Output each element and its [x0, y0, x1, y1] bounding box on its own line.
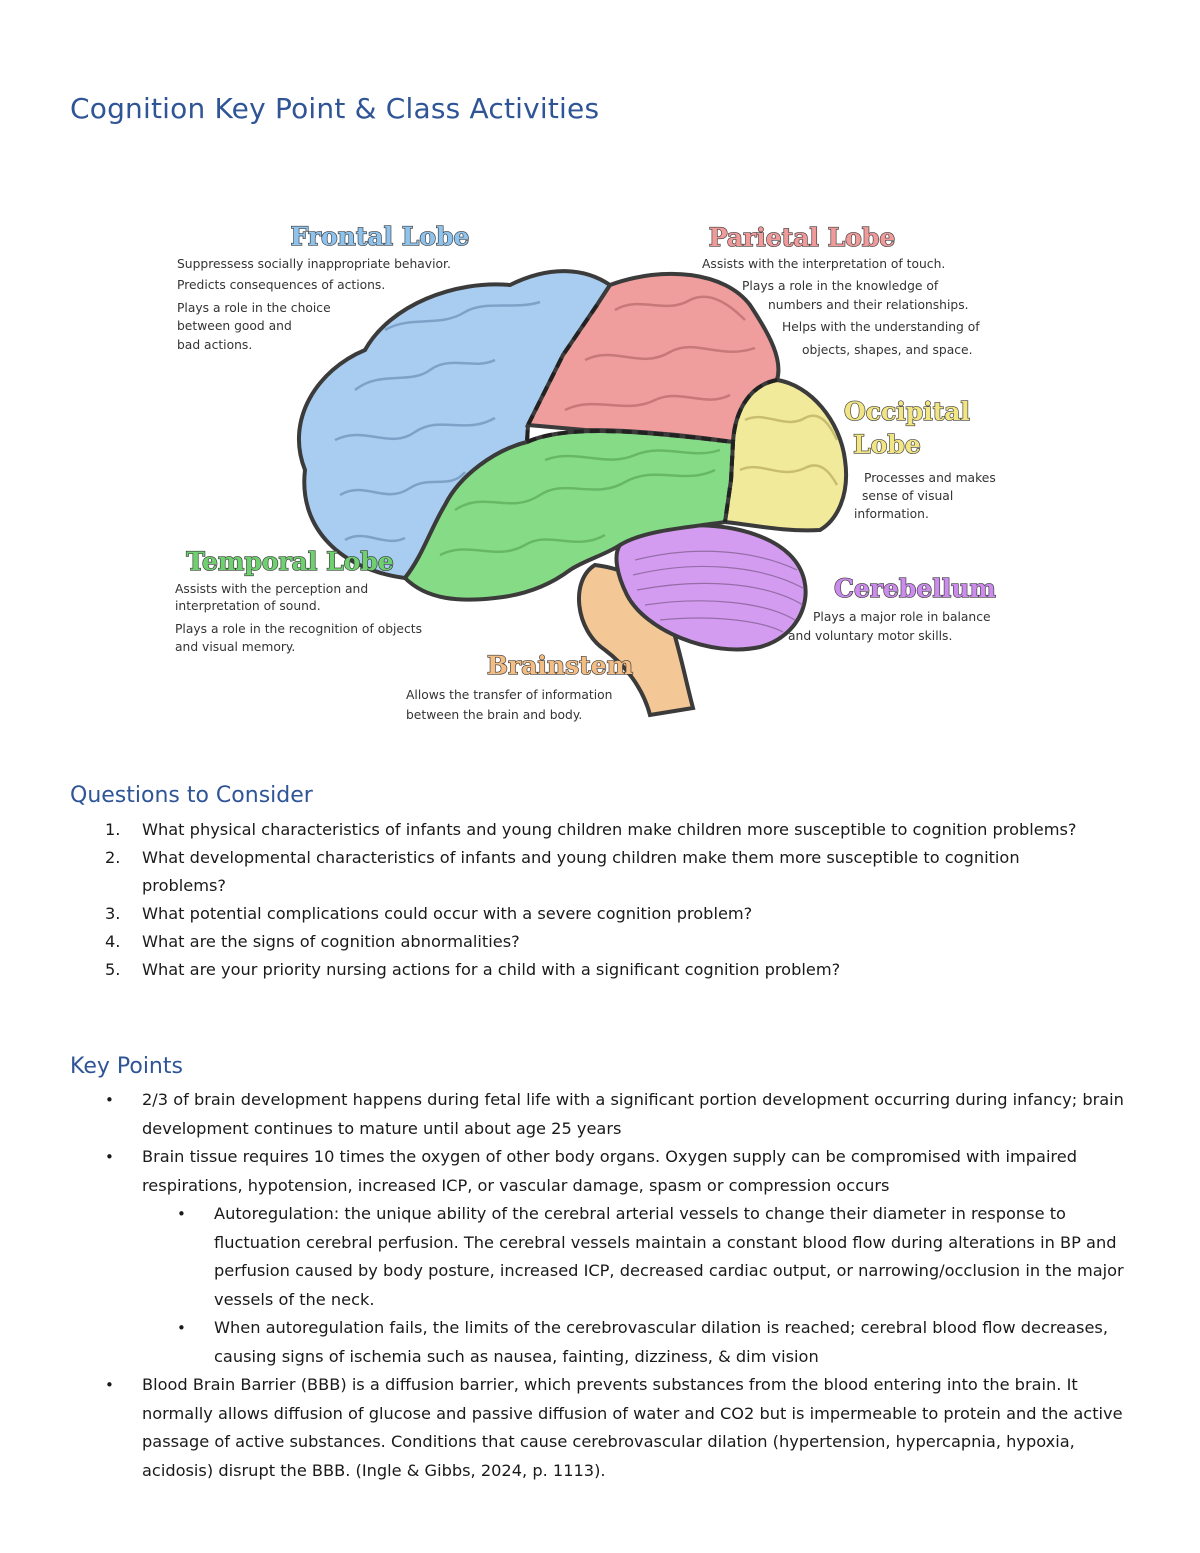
cerebellum-text-2: and voluntary motor skills. — [788, 629, 952, 643]
cerebellum-text-1: Plays a major role in balance — [813, 610, 991, 624]
occipital-lobe-title-1: Occipital — [844, 397, 970, 426]
questions-list: 1.What physical characteristics of infan… — [105, 816, 1105, 984]
frontal-lobe-text-4: between good and — [177, 319, 292, 333]
parietal-lobe-text-5: objects, shapes, and space. — [802, 343, 972, 357]
page-title: Cognition Key Point & Class Activities — [70, 92, 600, 125]
temporal-lobe-text-1: Assists with the perception and — [175, 582, 368, 596]
frontal-lobe-text-1: Suppressess socially inappropriate behav… — [177, 257, 451, 271]
brain-lobes-figure: Frontal Lobe Suppressess socially inappr… — [165, 210, 1045, 730]
question-item: 1.What physical characteristics of infan… — [105, 820, 1077, 839]
questions-heading: Questions to Consider — [70, 783, 313, 808]
temporal-lobe-text-3: Plays a role in the recognition of objec… — [175, 622, 422, 636]
key-point-item: •2/3 of brain development happens during… — [105, 1090, 1124, 1138]
temporal-lobe-text-2: interpretation of sound. — [175, 599, 321, 613]
key-point-subitem: •When autoregulation fails, the limits o… — [177, 1318, 1108, 1366]
temporal-lobe-text-4: and visual memory. — [175, 640, 295, 654]
brainstem-text-1: Allows the transfer of information — [406, 688, 612, 702]
parietal-lobe-text-3: numbers and their relationships. — [768, 298, 969, 312]
brainstem-title: Brainstem — [487, 651, 633, 680]
occipital-lobe-text-3: information. — [854, 507, 929, 521]
key-points-heading: Key Points — [70, 1054, 183, 1079]
question-item: 4.What are the signs of cognition abnorm… — [105, 932, 520, 951]
frontal-lobe-title: Frontal Lobe — [291, 222, 470, 251]
question-item: 5.What are your priority nursing actions… — [105, 960, 841, 979]
frontal-lobe-text-5: bad actions. — [177, 338, 252, 352]
temporal-lobe-shape — [402, 429, 736, 602]
occipital-lobe-text-1: Processes and makes — [864, 471, 996, 485]
occipital-lobe-title-2: Lobe — [853, 430, 921, 459]
cerebellum-title: Cerebellum — [834, 574, 996, 603]
parietal-lobe-text-4: Helps with the understanding of — [782, 320, 980, 334]
key-point-item: •Brain tissue requires 10 times the oxyg… — [105, 1143, 1125, 1371]
key-point-item: •Blood Brain Barrier (BBB) is a diffusio… — [105, 1375, 1123, 1480]
frontal-lobe-text-2: Predicts consequences of actions. — [177, 278, 385, 292]
occipital-lobe-text-2: sense of visual — [862, 489, 953, 503]
parietal-lobe-text-2: Plays a role in the knowledge of — [742, 279, 939, 293]
temporal-lobe-title: Temporal Lobe — [186, 547, 393, 576]
key-point-sublist: •Autoregulation: the unique ability of t… — [142, 1200, 1125, 1371]
question-item: 3.What potential complications could occ… — [105, 904, 753, 923]
frontal-lobe-text-3: Plays a role in the choice — [177, 301, 331, 315]
key-point-subitem: •Autoregulation: the unique ability of t… — [177, 1204, 1124, 1309]
parietal-lobe-text-1: Assists with the interpretation of touch… — [702, 257, 945, 271]
key-points-list: •2/3 of brain development happens during… — [105, 1086, 1125, 1485]
brainstem-text-2: between the brain and body. — [406, 708, 582, 722]
parietal-lobe-title: Parietal Lobe — [709, 223, 896, 252]
question-item: 2.What developmental characteristics of … — [105, 848, 1020, 895]
